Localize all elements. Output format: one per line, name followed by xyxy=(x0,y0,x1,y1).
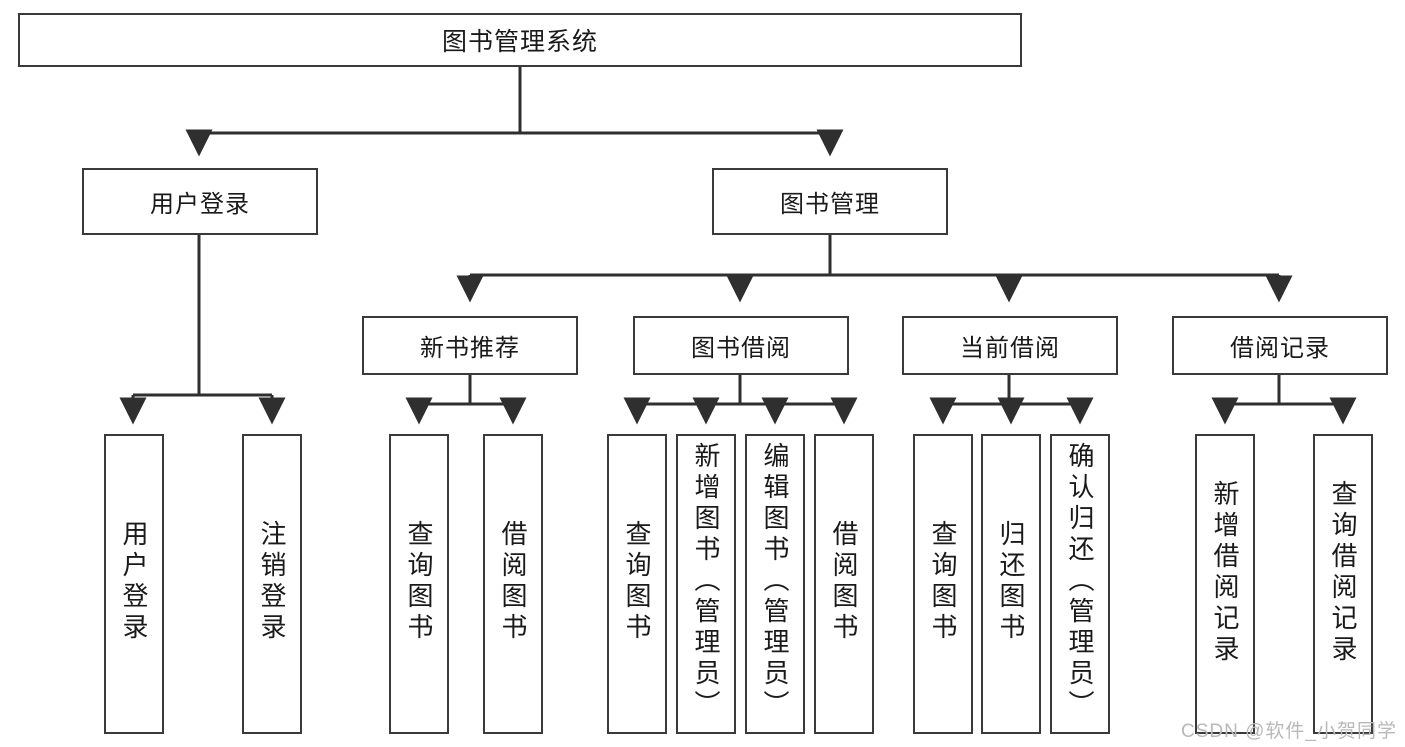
node-label: 用户登录 xyxy=(150,191,250,218)
node-new-book-recommend[interactable]: 新书推荐 xyxy=(362,316,578,375)
watermark: CSDN @软件_小贺同学 xyxy=(1181,721,1397,742)
node-label: 当前借阅 xyxy=(960,335,1060,362)
node-current-borrow[interactable]: 当前借阅 xyxy=(902,316,1118,375)
node-borrow-record[interactable]: 借阅记录 xyxy=(1172,316,1388,375)
node-label: 新增借阅记录 xyxy=(1210,480,1240,666)
node-label: 查询图书 xyxy=(928,520,958,644)
leaf-add-book-admin[interactable]: 新增图书（管理员） xyxy=(676,434,736,734)
leaf-query-book-2[interactable]: 查询图书 xyxy=(607,434,667,734)
node-label: 借阅记录 xyxy=(1230,335,1330,362)
node-user-login[interactable]: 用户登录 xyxy=(82,168,318,235)
leaf-confirm-return-admin[interactable]: 确认归还（管理员） xyxy=(1050,434,1110,734)
leaf-user-login[interactable]: 用户登录 xyxy=(104,434,164,734)
leaf-query-book-3[interactable]: 查询图书 xyxy=(913,434,973,734)
node-label: 借阅图书 xyxy=(498,520,528,644)
node-label: 图书管理 xyxy=(780,191,880,218)
node-root-system[interactable]: 图书管理系统 xyxy=(18,13,1022,67)
leaf-query-borrow-record[interactable]: 查询借阅记录 xyxy=(1313,434,1373,734)
node-label: 注销登录 xyxy=(257,520,287,644)
leaf-logout-login[interactable]: 注销登录 xyxy=(242,434,302,734)
node-label: 用户登录 xyxy=(119,520,149,644)
node-book-borrow[interactable]: 图书借阅 xyxy=(633,316,849,375)
node-label: 借阅图书 xyxy=(829,520,859,644)
node-label: 图书管理系统 xyxy=(441,28,598,56)
node-label: 查询借阅记录 xyxy=(1328,480,1358,666)
node-label: 图书借阅 xyxy=(691,335,791,362)
leaf-add-borrow-record[interactable]: 新增借阅记录 xyxy=(1195,434,1255,734)
node-label: 新增图书（管理员） xyxy=(691,442,721,721)
leaf-borrow-book-2[interactable]: 借阅图书 xyxy=(814,434,874,734)
leaf-borrow-book-1[interactable]: 借阅图书 xyxy=(483,434,543,734)
leaf-return-book[interactable]: 归还图书 xyxy=(981,434,1041,734)
node-label: 编辑图书（管理员） xyxy=(760,442,790,721)
leaf-edit-book-admin[interactable]: 编辑图书（管理员） xyxy=(745,434,805,734)
node-label: 归还图书 xyxy=(996,520,1026,644)
node-label: 查询图书 xyxy=(404,520,434,644)
leaf-query-book-1[interactable]: 查询图书 xyxy=(389,434,449,734)
node-label: 查询图书 xyxy=(622,520,652,644)
node-book-manage[interactable]: 图书管理 xyxy=(712,168,948,235)
node-label: 新书推荐 xyxy=(420,335,520,362)
node-label: 确认归还（管理员） xyxy=(1065,442,1095,721)
